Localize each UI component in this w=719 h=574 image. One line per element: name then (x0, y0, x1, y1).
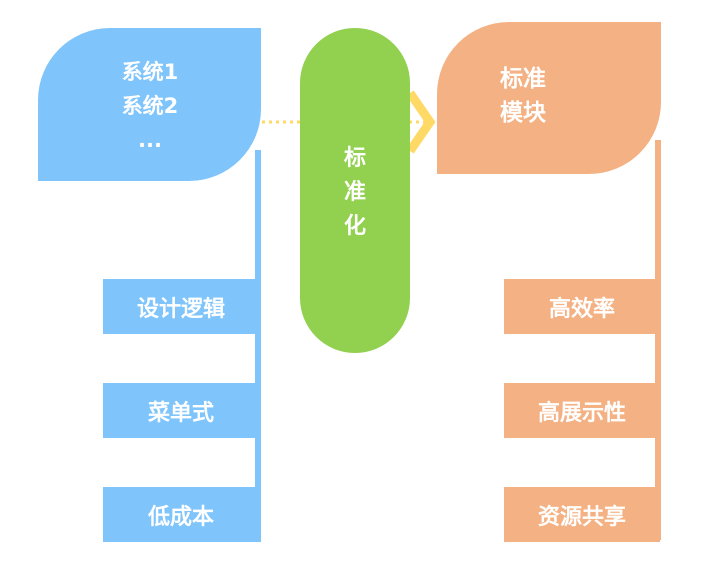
right-header-line: 标准 (500, 66, 546, 92)
standardization-pill (300, 28, 410, 353)
left-item-design-logic: 设计逻辑 (103, 279, 259, 334)
left-header-line: 系统1 (121, 60, 179, 84)
chevron-right-icon (406, 90, 436, 154)
left-header-line: ... (138, 128, 162, 152)
right-item-presentation: 高展示性 (504, 383, 660, 438)
right-header-shape (437, 22, 661, 174)
right-header-text: 标准 模块 (500, 62, 600, 130)
left-item-menu: 菜单式 (103, 383, 259, 438)
right-header-line: 模块 (500, 100, 546, 126)
right-spine (655, 140, 661, 540)
left-header-text: 系统1 系统2 ... (60, 55, 240, 157)
standardization-label: 标 准 化 (300, 142, 410, 244)
right-item-resource-sharing: 资源共享 (504, 487, 660, 542)
left-spine (255, 150, 261, 542)
right-item-efficiency: 高效率 (504, 279, 660, 334)
left-item-low-cost: 低成本 (103, 487, 259, 542)
pill-char: 化 (343, 214, 366, 239)
pill-char: 准 (343, 180, 366, 205)
left-header-line: 系统2 (121, 94, 179, 118)
left-header-shape (38, 28, 261, 181)
pill-char: 标 (343, 146, 366, 171)
